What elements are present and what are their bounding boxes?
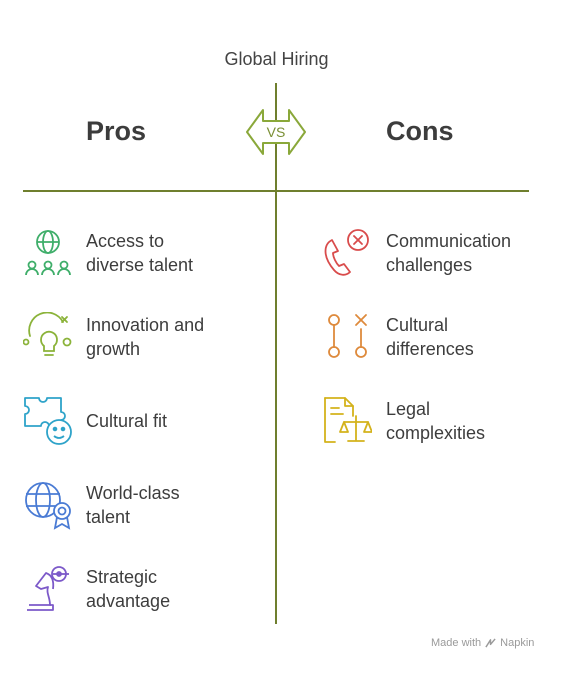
pro-item-4: World-class talent xyxy=(86,481,180,529)
pro-item-3-line1: Cultural fit xyxy=(86,411,168,431)
pro-item-2: Innovation and growth xyxy=(86,313,204,361)
con-item-1: Communication challenges xyxy=(386,229,511,277)
pro-item-1: Access to diverse talent xyxy=(86,229,193,277)
horizontal-divider xyxy=(23,190,529,192)
puzzle-face-icon xyxy=(24,397,72,445)
pro-item-4-line1: World-class xyxy=(86,483,180,503)
con-item-1-line1: Communication xyxy=(386,231,512,251)
pro-item-5: Strategic advantage xyxy=(86,565,170,613)
napkin-logo-icon xyxy=(485,637,496,648)
pro-item-5-line1: Strategic xyxy=(86,567,158,587)
con-item-2-line2: differences xyxy=(386,339,474,359)
con-item-3-line1: Legal xyxy=(386,399,431,419)
con-item-3: Legal complexities xyxy=(386,397,485,445)
chess-knight-icon xyxy=(27,566,69,611)
globe-people-icon xyxy=(25,230,71,276)
vs-label: VS xyxy=(267,124,286,140)
diagram-title: Global Hiring xyxy=(224,49,329,69)
made-with-napkin-footer: Made with Napkin xyxy=(431,637,534,649)
cons-heading: Cons xyxy=(386,116,454,146)
pro-item-3: Cultural fit xyxy=(86,409,167,433)
vertical-divider xyxy=(275,83,277,624)
con-item-2-line1: Cultural xyxy=(386,315,449,335)
pro-item-1-line1: Access to xyxy=(86,231,165,251)
pro-item-1-line2: diverse talent xyxy=(86,255,194,275)
pro-item-4-line2: talent xyxy=(86,507,131,527)
pro-item-2-line1: Innovation and xyxy=(86,315,205,335)
pro-item-5-line2: advantage xyxy=(86,591,171,611)
diverging-paths-icon xyxy=(328,314,367,358)
footer-brand: Napkin xyxy=(500,637,535,649)
con-item-1-line2: challenges xyxy=(386,255,473,275)
vs-badge: VS xyxy=(246,109,306,155)
footer-made-with: Made with xyxy=(431,637,482,649)
document-scale-icon xyxy=(324,397,372,443)
lightbulb-icon xyxy=(23,312,72,356)
globe-badge-icon xyxy=(25,482,71,530)
pro-item-2-line2: growth xyxy=(86,339,141,359)
con-item-2: Cultural differences xyxy=(386,313,474,361)
pros-heading: Pros xyxy=(86,116,147,146)
phone-x-icon xyxy=(324,229,369,276)
con-item-3-line2: complexities xyxy=(386,423,486,443)
